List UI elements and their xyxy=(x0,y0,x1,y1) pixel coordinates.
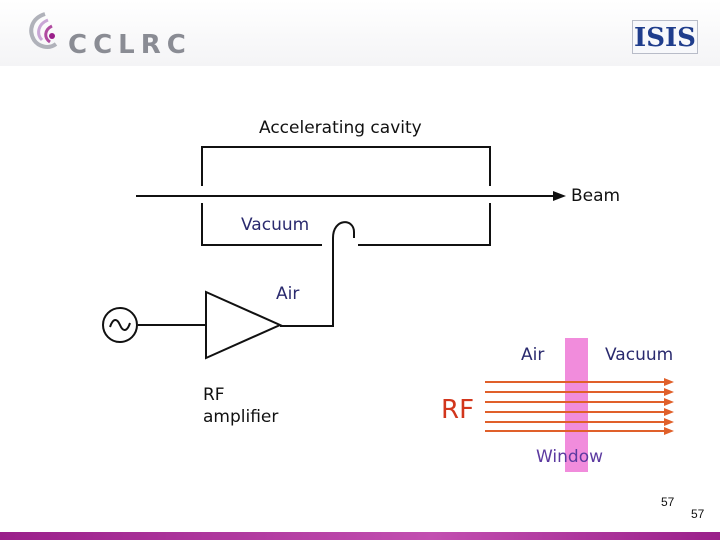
coupling-loop-icon xyxy=(332,221,355,239)
amplifier-label: RF amplifier xyxy=(203,384,278,428)
window-bar xyxy=(565,338,588,472)
ac-source-icon xyxy=(102,307,138,343)
air-amp-label: Air xyxy=(276,284,300,304)
cavity-bottom-left-outline xyxy=(201,203,322,246)
cavity-bottom-right-outline xyxy=(358,203,491,246)
beam-label: Beam xyxy=(571,186,621,206)
window-vacuum-label: Vacuum xyxy=(605,345,674,365)
isis-logo: ISIS xyxy=(632,20,698,54)
rf-label: RF xyxy=(441,395,475,425)
amplifier-label-line2: amplifier xyxy=(203,407,279,427)
beam-arrowhead xyxy=(553,191,566,201)
window-air-label: Air xyxy=(521,345,545,365)
isis-logo-text: ISIS xyxy=(634,23,696,53)
brand-text: CCLRC xyxy=(68,30,192,60)
amplifier-label-line1: RF xyxy=(203,385,225,405)
feed-line xyxy=(280,238,334,327)
cavity-top-outline xyxy=(201,146,491,186)
cavity-label: Accelerating cavity xyxy=(259,118,422,138)
page-number-inner: 57 xyxy=(661,495,675,509)
header-banner: CCLRC ISIS xyxy=(0,0,720,66)
window-label: Window xyxy=(536,447,604,467)
page-number-outer: 57 xyxy=(691,507,705,521)
footer-bar xyxy=(0,532,720,540)
rf-arrows xyxy=(485,378,674,435)
vacuum-left-label: Vacuum xyxy=(241,215,310,235)
amplifier-triangle-icon xyxy=(205,290,283,360)
cclrc-swirl-icon xyxy=(29,12,58,49)
